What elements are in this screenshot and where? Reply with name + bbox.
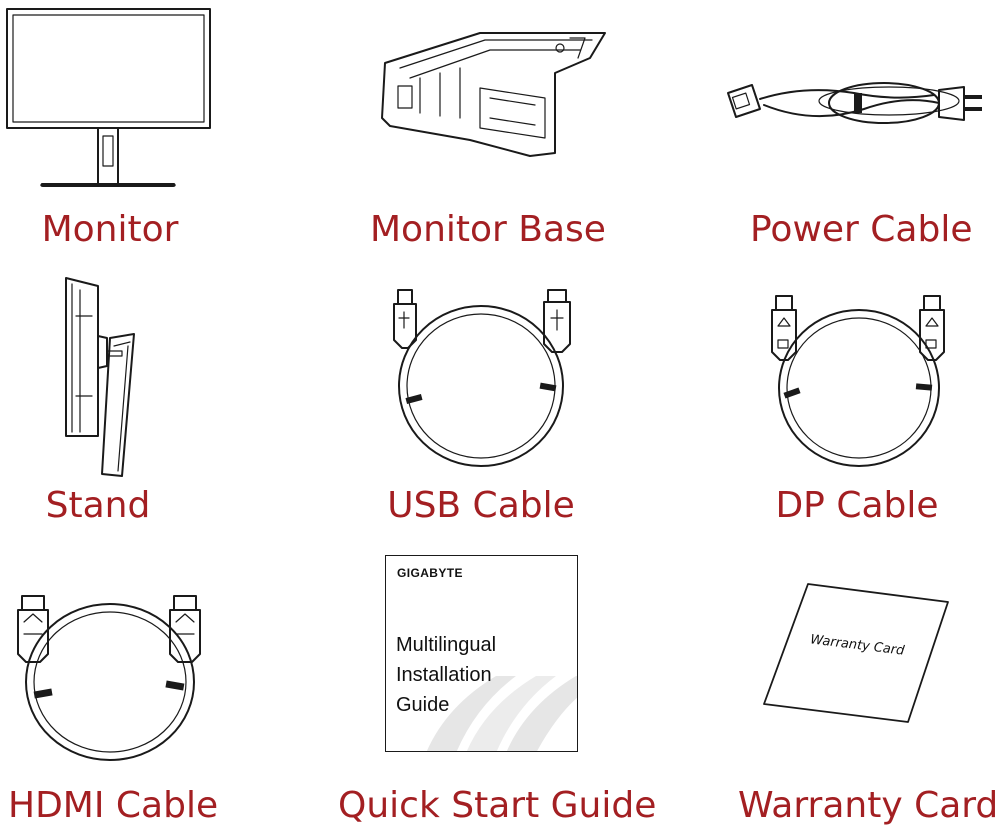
caption-usb-cable: USB Cable — [387, 485, 575, 526]
hdmi-cable-icon — [14, 594, 206, 764]
guide-brand: GIGABYTE — [397, 566, 463, 580]
warranty-card-icon: Warranty Card — [762, 582, 952, 724]
guide-title-line-1: Multilingual — [396, 634, 497, 656]
caption-monitor-base: Monitor Base — [370, 209, 606, 250]
caption-warranty-card: Warranty Card — [738, 785, 996, 826]
power-cable-icon — [724, 75, 986, 137]
caption-quick-start-guide: Quick Start Guide — [338, 785, 657, 826]
dp-cable-icon — [766, 294, 952, 472]
usb-cable-icon — [386, 288, 576, 470]
caption-dp-cable: DP Cable — [775, 485, 939, 526]
guide-title-line-2: Installation — [396, 664, 492, 686]
monitor-base-icon — [380, 28, 610, 160]
guide-booklet-icon: GIGABYTE Multilingual Installation Guide — [385, 555, 578, 752]
guide-title-line-3: Guide — [396, 694, 450, 716]
monitor-icon — [6, 8, 212, 188]
caption-stand: Stand — [45, 485, 151, 526]
stand-icon — [62, 276, 142, 478]
caption-hdmi-cable: HDMI Cable — [8, 785, 219, 826]
caption-monitor: Monitor — [41, 209, 179, 250]
caption-power-cable: Power Cable — [750, 209, 973, 250]
